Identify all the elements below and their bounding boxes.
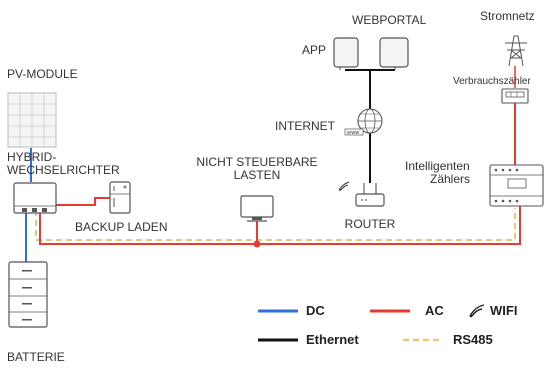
hybrid-inverter-label-line1: HYBRID- <box>7 150 57 164</box>
internet-label: INTERNET <box>275 119 335 133</box>
app-label: APP <box>302 43 327 57</box>
pv-module-icon <box>7 92 57 148</box>
ac-line-main <box>39 206 521 245</box>
www-label: www <box>347 130 359 136</box>
backup-load-icon: * <box>109 181 131 214</box>
legend-ethernet-label: Ethernet <box>306 332 359 347</box>
consumption-meter-label: Verbrauchszähler <box>453 76 531 87</box>
app-device-icon <box>333 37 359 70</box>
hybrid-inverter-icon <box>13 182 57 214</box>
webportal-device-icon <box>379 37 409 70</box>
smart-meter-label-line1: Intelligenten <box>405 159 470 173</box>
grid-tower-icon <box>505 35 527 67</box>
ac-junction-dot <box>253 240 261 248</box>
consumption-meter-icon <box>501 88 529 104</box>
stromnetz-label: Stromnetz <box>480 9 535 23</box>
legend-wifi-icon <box>469 304 485 318</box>
pv-module-label: PV-MODULE <box>7 67 78 81</box>
smart-meter-icon <box>489 164 544 207</box>
rs485-line <box>35 208 516 241</box>
legend-ac-label: AC <box>425 303 444 318</box>
svg-text:*: * <box>123 184 127 193</box>
webportal-label: WEBPORTAL <box>352 13 427 27</box>
hybrid-inverter-label-line2: WECHSELRICHTER <box>7 163 120 177</box>
router-icon <box>355 183 385 207</box>
non-controllable-load-label-line1: NICHT STEUERBARE <box>196 155 318 169</box>
legend-rs485-label: RS485 <box>453 332 493 347</box>
battery-label: BATTERIE <box>7 350 65 364</box>
legend-dc-label: DC <box>306 303 325 318</box>
router-label: ROUTER <box>344 217 396 231</box>
internet-globe-icon <box>344 108 383 136</box>
router-wifi-icon <box>338 181 350 191</box>
non-controllable-load-label-line2: LASTEN <box>233 168 281 182</box>
non-controllable-load-icon <box>240 195 274 222</box>
legend-wifi-label: WIFI <box>490 303 518 318</box>
smart-meter-label-line2: Zählers <box>430 172 471 186</box>
backup-load-label: BACKUP LADEN <box>75 220 168 234</box>
battery-stack-icon <box>8 261 48 328</box>
